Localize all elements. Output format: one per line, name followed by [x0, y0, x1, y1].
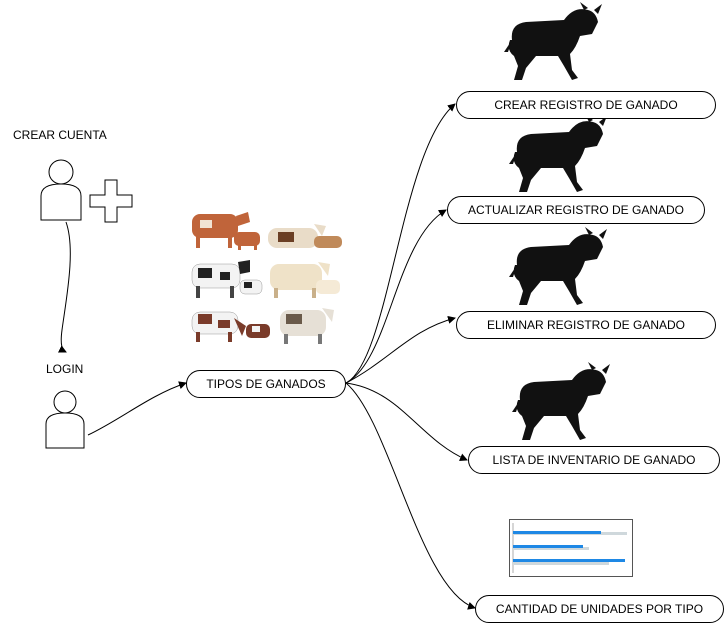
- crear-registro-node[interactable]: CREAR REGISTRO DE GANADO: [456, 91, 716, 119]
- edge-tipos-to-crear: [345, 103, 456, 384]
- plus-icon: [89, 179, 133, 223]
- edge-login-to-tipos: [87, 381, 187, 436]
- create-account-label: CREAR CUENTA: [13, 128, 107, 142]
- edge-tipos-to-actualizar: [345, 209, 447, 384]
- chart-bar-2-bg: [513, 547, 589, 550]
- eliminar-registro-node[interactable]: ELIMINAR REGISTRO DE GANADO: [456, 311, 716, 339]
- actualizar-registro-node[interactable]: ACTUALIZAR REGISTRO DE GANADO: [447, 196, 705, 224]
- edge-create-to-login: [57, 221, 71, 353]
- chart-bar-3: [513, 559, 625, 562]
- bull-silhouette-icon: [509, 227, 607, 305]
- person-outline-icon: [40, 159, 82, 221]
- bull-silhouette-icon: [509, 114, 607, 192]
- cantidad-unidades-node[interactable]: CANTIDAD DE UNIDADES POR TIPO: [475, 595, 724, 623]
- chart-bar-1: [513, 531, 601, 534]
- bar-chart-icon: [509, 519, 633, 577]
- person-outline-icon: [45, 390, 85, 449]
- bull-silhouette-icon: [504, 2, 602, 80]
- edge-tipos-to-cantidad: [345, 382, 476, 610]
- edge-tipos-to-lista: [345, 382, 468, 461]
- cattle-illustration: [191, 212, 342, 344]
- lista-inventario-node[interactable]: LISTA DE INVENTARIO DE GANADO: [468, 446, 720, 474]
- chart-bar-3-bg: [513, 562, 609, 565]
- bull-silhouette-icon: [512, 362, 610, 440]
- login-label: LOGIN: [46, 362, 84, 376]
- tipos-de-ganados-node[interactable]: TIPOS DE GANADOS: [186, 370, 346, 398]
- chart-bar-2: [513, 545, 583, 548]
- edge-tipos-to-eliminar: [345, 315, 456, 384]
